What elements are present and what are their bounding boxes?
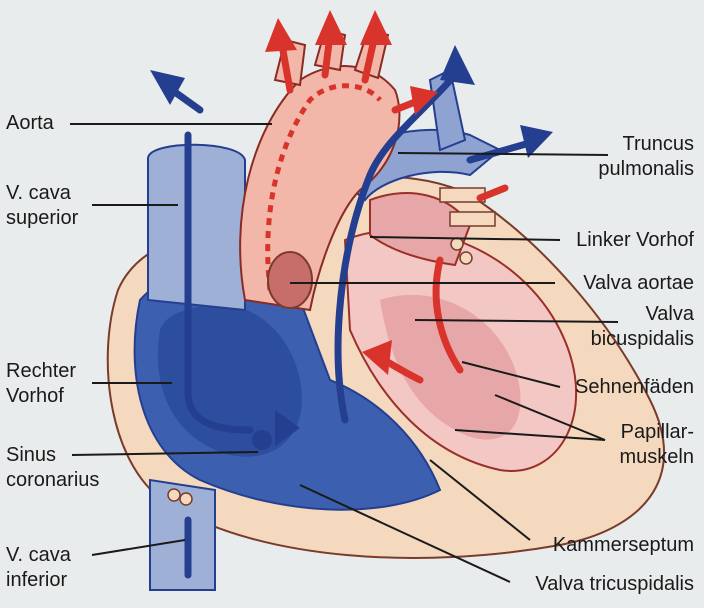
label-coronary-sinus: Sinus coronarius	[6, 443, 99, 493]
right-atrium	[157, 304, 302, 457]
label-papillary-muscles-line1: Papillar-	[620, 421, 694, 443]
coronary-sinus	[252, 430, 272, 450]
label-chordae-text: Sehnenfäden	[574, 376, 694, 398]
label-truncus-pulmonalis: Truncus pulmonalis	[598, 132, 694, 182]
leader-lines	[70, 123, 619, 583]
label-right-atrium-line2: Vorhof	[6, 385, 64, 407]
label-chordae: Sehnenfäden	[575, 375, 694, 400]
aorta	[239, 65, 401, 312]
deoxygenated-arrowheads	[150, 45, 553, 446]
pulmonary-vein-ring-1	[450, 237, 464, 251]
aortic-valve	[267, 251, 313, 309]
oxygenated-arrowheads	[265, 10, 438, 375]
label-septum-text: Kammerseptum	[552, 534, 694, 556]
oxygenated-flow	[278, 31, 509, 384]
label-aorta-text: Aorta	[6, 112, 54, 134]
label-tricuspid-valve-text: Valva tricuspidalis	[535, 573, 694, 595]
label-mitral-valve-line1: Valva	[645, 303, 694, 325]
label-mitral-valve: Valva bicuspidalis	[591, 302, 694, 352]
label-truncus-pulmonalis-line2: pulmonalis	[598, 158, 694, 180]
label-vena-cava-inferior: V. cava inferior	[6, 543, 71, 593]
label-mitral-valve-line2: bicuspidalis	[590, 328, 694, 350]
label-papillary-muscles: Papillar- muskeln	[620, 420, 694, 470]
pulmonary-vein-2	[449, 211, 496, 227]
label-vena-cava-inferior-line1: V. cava	[6, 544, 71, 566]
inferior-vena-cava	[149, 478, 216, 591]
label-septum: Kammerseptum	[553, 533, 694, 558]
label-aorta: Aorta	[6, 111, 54, 136]
left-ventricle-inner	[380, 294, 521, 440]
label-vena-cava-superior: V. cava superior	[6, 181, 78, 231]
pulmonary-vein-ring-2	[459, 251, 473, 265]
label-truncus-pulmonalis-line1: Truncus	[622, 133, 694, 155]
label-vena-cava-superior-line1: V. cava	[6, 182, 71, 204]
coronary-ring-2	[179, 492, 193, 506]
label-coronary-sinus-line1: Sinus	[6, 444, 57, 466]
label-right-atrium-line1: Rechter	[6, 360, 77, 382]
label-right-atrium: Rechter Vorhof	[6, 359, 76, 409]
label-aortic-valve-text: Valva aortae	[583, 272, 694, 294]
superior-vena-cava	[147, 143, 246, 312]
label-coronary-sinus-line2: coronarius	[6, 469, 100, 491]
label-aortic-valve: Valva aortae	[583, 271, 694, 296]
label-vena-cava-superior-line2: superior	[6, 207, 79, 229]
label-tricuspid-valve: Valva tricuspidalis	[535, 572, 694, 597]
label-papillary-muscles-line2: muskeln	[619, 446, 694, 468]
label-left-atrium: Linker Vorhof	[576, 228, 694, 253]
coronary-ring-1	[167, 488, 181, 502]
label-vena-cava-inferior-line2: inferior	[6, 569, 68, 591]
aorta-dashes	[265, 83, 382, 291]
label-left-atrium-text: Linker Vorhof	[576, 229, 694, 251]
